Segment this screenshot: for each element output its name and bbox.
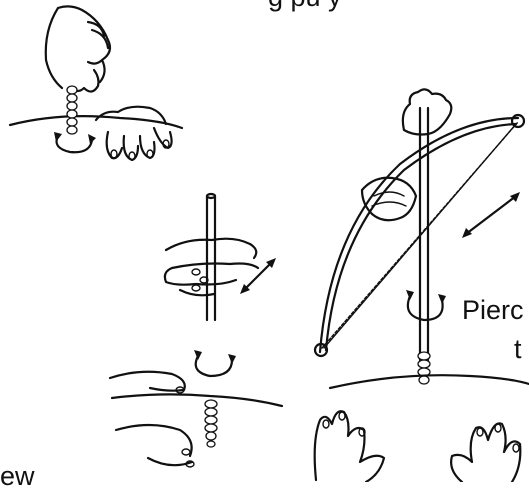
arrowhead (54, 132, 62, 142)
rotation-arrow-3 (408, 296, 443, 320)
ground-line (112, 394, 282, 406)
rotation-arrow-2 (196, 356, 232, 376)
braided-shaft-2 (205, 400, 217, 447)
left-bottom-hand (315, 411, 384, 482)
braided-shaft-3 (418, 352, 430, 384)
bow-tip (512, 115, 524, 127)
bottom-caption: ew (0, 463, 35, 490)
panel-bow-drill (315, 89, 529, 482)
motion-arrow-3 (466, 196, 516, 234)
twisting-hand (46, 6, 110, 91)
rotation-arrow-1 (57, 136, 93, 152)
lower-hands (110, 372, 192, 465)
right-bottom-hand (451, 423, 520, 482)
ground-line (330, 375, 529, 388)
panel-palm-rub (110, 194, 282, 467)
pierce-caption: Pierc (462, 297, 524, 324)
braided-shaft-1 (67, 86, 77, 134)
ground-line (10, 116, 182, 128)
pierce-caption-line2: t (514, 336, 522, 363)
panel-hand-twist (10, 6, 182, 160)
motion-arrow-2 (244, 262, 272, 290)
top-caption: g pu y (268, 0, 342, 11)
